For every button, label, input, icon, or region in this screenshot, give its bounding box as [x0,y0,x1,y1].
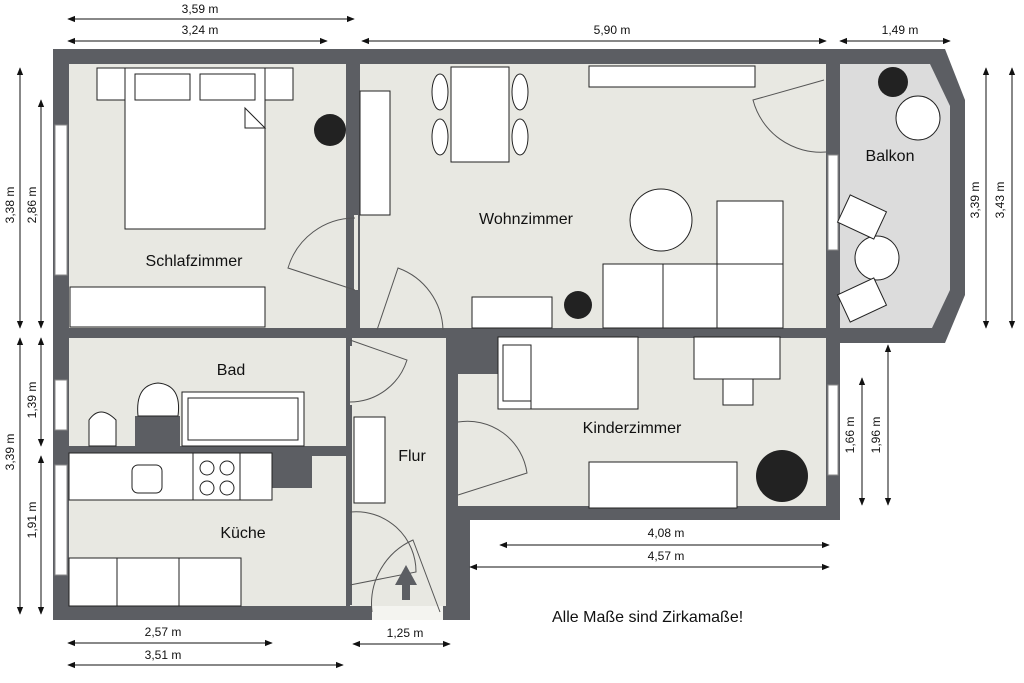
dim-bottom-inner-kueche: 2,57 m [144,625,182,639]
dining-table [450,66,510,163]
plant-wohnzimmer [564,291,592,319]
wardrobe [69,286,266,328]
door-bad [349,339,408,403]
room-label-schlafzimmer: Schlafzimmer [145,253,243,270]
room-label-balkon: Balkon [865,148,915,165]
door-entrance [371,539,441,613]
entrance-arrow-icon [395,565,417,600]
door-kueche [349,511,417,586]
dim-top-balkon: 1,49 m [881,23,919,37]
plant-balkon-2 [895,95,941,141]
tv-board [588,65,756,88]
door-kinderzimmer [457,420,528,496]
dim-right-outer-kinder: 1,96 m [869,416,883,454]
dim-top-inner-left: 3,24 m [181,23,219,37]
room-label-bad: Bad [216,362,246,379]
door-wohnzimmer [376,267,444,331]
kids-wardrobe [588,461,738,509]
window-kueche [54,464,68,576]
window-bad [54,379,68,431]
room-label-flur: Flur [398,448,426,465]
disclaimer-note: Alle Maße sind Zirkamaße! [552,609,744,626]
dim-left-outer-lower: 3,39 m [3,433,17,471]
dim-right-outer-balkon: 3,43 m [993,181,1007,219]
dim-bottom-outer-kinder: 4,57 m [647,549,685,563]
sideboard [359,90,391,216]
room-label-kinderzimmer: Kinderzimmer [582,420,682,437]
dim-bottom-entrance: 1,25 m [386,626,424,640]
plant-schlafzimmer [314,114,346,146]
shoe-cabinet [353,416,386,504]
dim-left-outer-upper: 3,38 m [3,186,17,224]
plant-balkon [878,67,908,97]
room-label-wohnzimmer: Wohnzimmer [479,211,573,228]
sofa-corner [602,263,784,329]
dim-left-inner-bad: 1,39 m [25,381,39,419]
window-schlafzimmer [54,124,68,276]
dim-top-outer-left: 3,59 m [181,2,219,16]
dim-left-inner-upper: 2,86 m [25,186,39,224]
dim-bottom-inner-kinder: 4,08 m [647,526,685,540]
counter [68,452,194,501]
dim-top-wohnzimmer: 5,90 m [593,23,631,37]
window-kinderzimmer [827,384,839,476]
stove [192,452,241,501]
desk [693,336,781,380]
plant-kinderzimmer [756,450,808,502]
dim-right-inner-balkon: 3,39 m [968,181,982,219]
low-cabinet [471,296,553,329]
kitchen-cabinets [178,557,242,607]
room-label-kueche: Küche [220,525,266,542]
dim-right-inner-kinder: 1,66 m [843,416,857,454]
sink [137,382,180,417]
window-balkon-door [827,154,839,251]
dim-bottom-outer-kueche: 3,51 m [144,648,182,662]
coffee-table [629,188,693,252]
door-schlafzimmer [287,217,356,291]
dim-left-inner-kueche: 1,91 m [25,501,39,539]
door-balkon [752,79,827,153]
toilet [88,411,117,447]
